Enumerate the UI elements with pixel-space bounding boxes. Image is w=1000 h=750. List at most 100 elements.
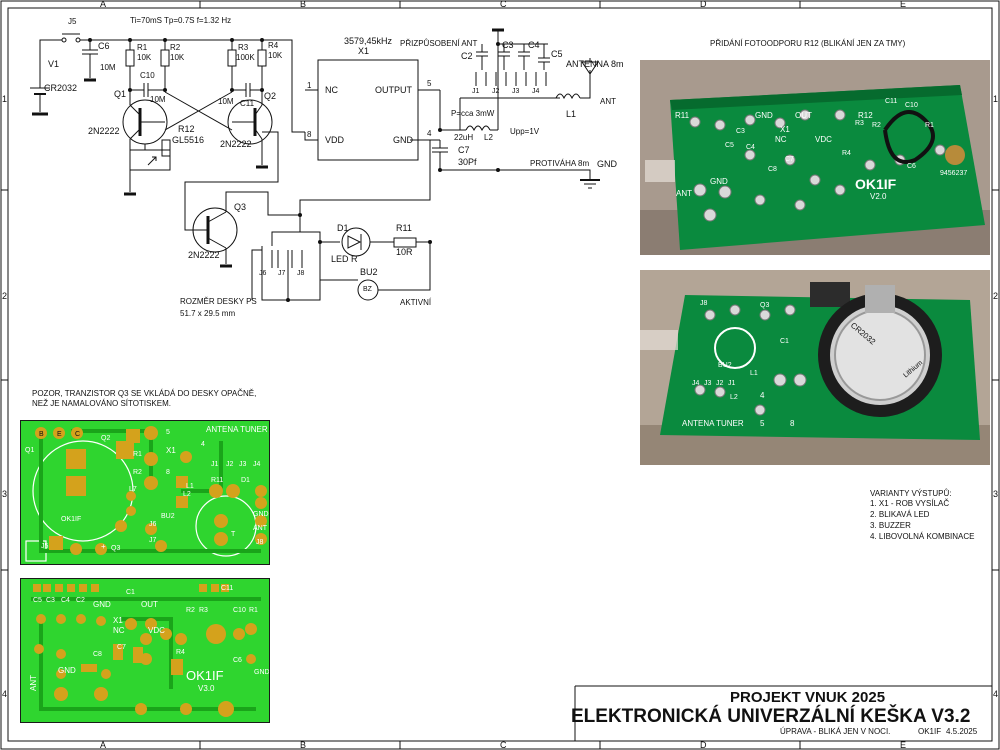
r2-label: R2 <box>170 43 181 52</box>
x1-pin1: 1 <box>307 81 312 90</box>
d1-type: LED R <box>331 254 358 264</box>
col-label-d: D <box>700 0 707 9</box>
pcb-bottom-label-gnd: GND <box>93 600 111 609</box>
pcb-top-label-plus: + <box>101 542 106 551</box>
pcb-top-label-x1: X1 <box>166 446 176 455</box>
r4-label: R4 <box>268 41 279 50</box>
photo1-label-out: OUT <box>795 111 812 120</box>
pcb-bottom-layout: GND OUT X1 NC VDC GND ANT C8 C7 C5 C6 C3… <box>20 578 270 723</box>
pcb-bottom-label-c6: C6 <box>233 657 242 664</box>
timing-label: Ti=70mS Tp=0.7S f=1.32 Hz <box>130 16 232 25</box>
photo1-label-r12: R12 <box>858 111 873 120</box>
c4-label: C4 <box>528 40 540 50</box>
j7-label: J7 <box>278 270 286 277</box>
x1-label: X1 <box>358 46 370 56</box>
assembled-board-photo-2: J8 Q3 BU2 C1 ANTENA TUNER J4 J3 J2 J1 8 … <box>640 270 990 465</box>
pcb-top-title: ANTENA TUNER <box>206 425 268 434</box>
pcb-bottom-label-c5: C5 <box>33 597 42 604</box>
ant-label: ANT <box>600 97 616 106</box>
project-title: PROJEKT VNUK 2025 <box>730 689 886 706</box>
photo1-label-c10: C10 <box>905 102 918 109</box>
power-label: P=cca 3mW <box>451 109 495 118</box>
v1-label: V1 <box>48 59 60 69</box>
x1-pin4: 4 <box>427 129 432 138</box>
r2-value: 10K <box>170 53 185 62</box>
photo1-label-r4: R4 <box>842 150 851 157</box>
assembly-note-line1: POZOR, TRANZISTOR Q3 SE VKLÁDÁ DO DESKY … <box>32 389 257 398</box>
pcb-top-label-r11: R11 <box>211 477 224 484</box>
photo1-label-c6: C6 <box>907 163 916 170</box>
l2-value: 22uH <box>454 133 474 142</box>
pcb-top-label-4: 4 <box>201 441 205 448</box>
j1-label: J1 <box>472 88 480 95</box>
photo1-label-c11: C11 <box>885 98 898 105</box>
photo2-label-j1: J1 <box>728 380 736 387</box>
photo1-label-r2: R2 <box>872 122 881 129</box>
j2-label: J2 <box>492 88 500 95</box>
pcb-bottom-label-nc: NC <box>113 626 125 635</box>
pcb-top-label-ant: ANT <box>253 525 267 532</box>
pcb-top-label-r1: R1 <box>133 451 142 458</box>
c10-label: C10 <box>140 71 155 80</box>
pcb-top-label-q1: Q1 <box>25 447 35 454</box>
assembly-note-line2: NEŽ JE NAMALOVÁNO SÍTOTISKEM. <box>32 399 171 408</box>
board-size-title: ROZMĚR DESKY PS <box>180 297 257 306</box>
c2-label: C2 <box>461 51 473 61</box>
pcb-top-layout: ANTENA TUNER Q1 Q2 B E C R1 R2 5 X1 4 8 … <box>20 420 270 565</box>
v1-value: CR2032 <box>44 83 78 93</box>
photo1-label-vdc: VDC <box>815 135 832 144</box>
bu2-symbol: BZ <box>363 286 372 293</box>
board-size-value: 51.7 x 29.5 mm <box>180 309 236 318</box>
author: OK1IF <box>918 727 942 736</box>
pcb-bottom-label-r1: R1 <box>249 607 258 614</box>
row-label-2-right: 2 <box>993 291 999 301</box>
r3-label: R3 <box>238 43 249 52</box>
r11-value: 10R <box>396 247 413 257</box>
pcb-top-label-q3: Q3 <box>111 545 121 552</box>
photo2-label-l1: L1 <box>750 370 758 377</box>
row-label-1: 1 <box>2 94 8 104</box>
pcb-bottom-label-c7: C7 <box>117 644 126 651</box>
pcb-bottom-brand: OK1IF <box>186 668 224 683</box>
j8-label: J8 <box>297 270 305 277</box>
variant-item: 4. LIBOVOLNÁ KOMBINACE <box>870 532 975 541</box>
bu2-label: BU2 <box>360 267 378 277</box>
photo2-label-j3: J3 <box>704 380 712 387</box>
variant-item: 2. BLIKAVÁ LED <box>870 510 930 519</box>
c11-label: C11 <box>240 99 255 108</box>
q2-type: 2N2222 <box>220 139 252 149</box>
counterweight-label: PROTIVÁHA 8m <box>530 159 590 168</box>
pcb-top-label-j7: J7 <box>149 537 157 544</box>
photo1-label-c4: C4 <box>746 144 755 151</box>
photo1-brand: OK1IF <box>855 176 897 192</box>
q2-label: Q2 <box>264 91 277 101</box>
photo1-label-nc: NC <box>775 135 787 144</box>
matching-title: PŘIZPŮSOBENÍ ANT <box>400 39 478 48</box>
pcb-bottom-label-c8: C8 <box>93 651 102 658</box>
pcb-top-label-gnd: GND <box>253 511 269 518</box>
col-label-b-bottom: B <box>300 740 307 750</box>
pcb-bottom-label-r3: R3 <box>199 607 208 614</box>
d1-label: D1 <box>337 223 349 233</box>
pcb-top-label-j1: J1 <box>211 461 219 468</box>
pcb-top-label-j3: J3 <box>239 461 247 468</box>
l2-label: L2 <box>484 133 493 142</box>
photo1-label-c5: C5 <box>725 142 734 149</box>
photo2-label-8: 8 <box>790 419 795 428</box>
photo2-label-q3: Q3 <box>760 302 770 309</box>
photo2-label-l2: L2 <box>730 394 738 401</box>
pcb-bottom-label-c10: C10 <box>233 607 246 614</box>
pcb-bottom-version: V3.0 <box>198 684 215 693</box>
x1-output: OUTPUT <box>375 85 412 95</box>
r4-value: 10K <box>268 51 283 60</box>
photo2-label-j8: J8 <box>700 300 708 307</box>
x1-gnd: GND <box>393 135 413 145</box>
photo1-label-r1: R1 <box>925 122 934 129</box>
x1-freq: 3579,45kHz <box>344 36 393 46</box>
pcb-top-label-r2: R2 <box>133 469 142 476</box>
col-label-d-bottom: D <box>700 740 707 750</box>
gnd-label: GND <box>597 159 617 169</box>
col-label-a-bottom: A <box>100 740 107 750</box>
